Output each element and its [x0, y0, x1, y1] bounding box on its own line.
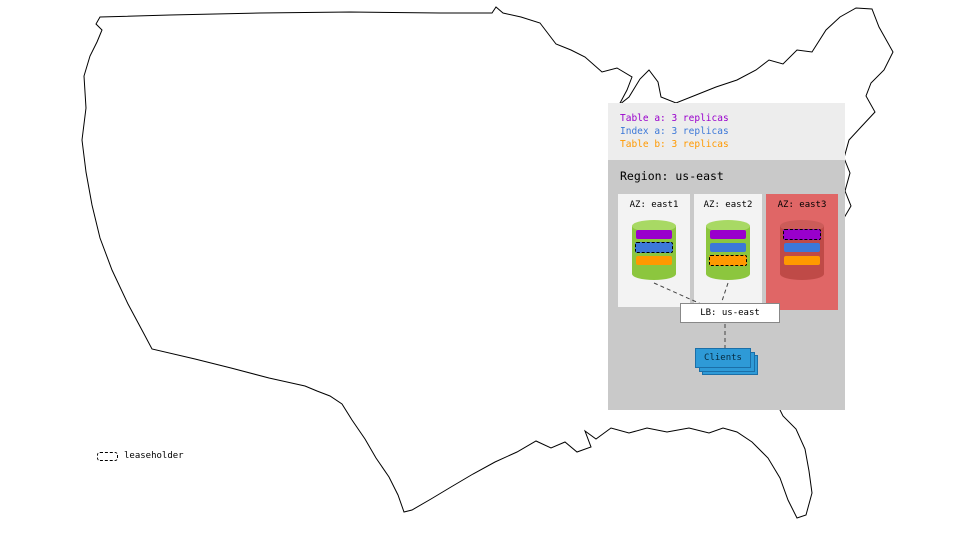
- legend-table-a: Table a: 3 replicas: [620, 113, 729, 124]
- table-a-replica: [636, 230, 672, 239]
- az-row: AZ: east1 AZ: east2: [618, 194, 838, 310]
- table-a-replica: [710, 230, 746, 239]
- az-title-east3: AZ: east3: [777, 200, 827, 210]
- legend-table-b: Table b: 3 replicas: [620, 139, 729, 150]
- replica-legend-panel: Table a: 3 replicas Index a: 3 replicas …: [608, 103, 845, 160]
- index-a-replica: [710, 243, 746, 252]
- db-node-east2: [706, 220, 750, 280]
- az-title-east2: AZ: east2: [703, 200, 753, 210]
- table-b-replica: [784, 256, 820, 265]
- db-node-east3-failed: [780, 220, 824, 280]
- leaseholder-dashed-icon: [97, 451, 118, 461]
- leaseholder-legend: leaseholder: [97, 451, 184, 461]
- az-box-east3: AZ: east3: [766, 194, 838, 310]
- table-b-replica-leaseholder: [709, 255, 747, 266]
- load-balancer-box: LB: us-east: [680, 303, 780, 323]
- clients-box: Clients: [695, 348, 751, 368]
- table-b-replica: [636, 256, 672, 265]
- az-box-east1: AZ: east1: [618, 194, 690, 307]
- az-title-east1: AZ: east1: [629, 200, 679, 210]
- legend-index-a: Index a: 3 replicas: [620, 126, 729, 137]
- index-a-replica-leaseholder: [635, 242, 673, 253]
- cylinder-bottom: [632, 268, 676, 280]
- cylinder-bottom: [780, 268, 824, 280]
- clients-stack: Clients: [695, 348, 761, 376]
- table-a-replica-leaseholder: [783, 229, 821, 240]
- index-a-replica: [784, 243, 820, 252]
- leaseholder-legend-label: leaseholder: [124, 451, 184, 461]
- az-box-east2: AZ: east2: [694, 194, 762, 307]
- cylinder-bottom: [706, 268, 750, 280]
- db-node-east1: [632, 220, 676, 280]
- region-title: Region: us-east: [620, 169, 724, 183]
